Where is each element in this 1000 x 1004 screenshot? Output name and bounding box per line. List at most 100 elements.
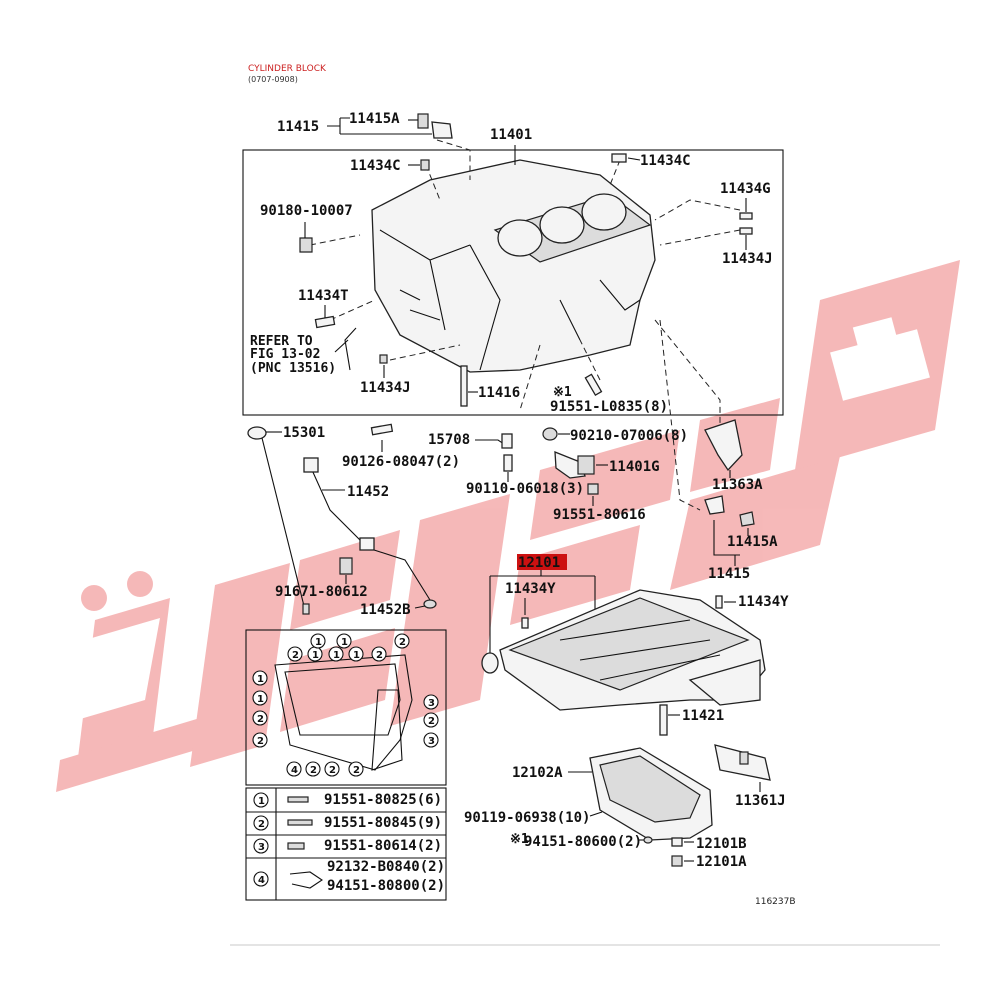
callout-12102A[interactable]: 12102A [512,765,563,781]
callout-90210-07006[interactable]: 90210-07006(8) [570,428,688,444]
locator-circle-2 [371,646,387,662]
refer-note-line-2: FIG 13-02 [250,347,320,362]
legend-row-1: 1 91551-80825(6) [253,792,442,808]
locator-circle-3 [423,694,439,710]
bolt-icon [287,842,305,850]
callout-11434G[interactable]: 11434G [720,181,771,197]
legend-part-2[interactable]: 91551-80845(9) [324,815,442,831]
callout-90126-08047[interactable]: 90126-08047(2) [342,454,460,470]
bolt-icon [417,113,429,129]
svg-text:3: 3 [258,842,265,853]
locator-circle-2 [423,712,439,728]
callout-11415[interactable]: 11415 [277,119,319,135]
locator-number: 1 [353,650,360,661]
legend-part-3[interactable]: 91551-80614(2) [324,838,442,854]
figure-id: 116237B [755,897,796,907]
callout-11415A-bottom[interactable]: 11415A [727,534,778,550]
note-mark: ※1 [553,385,572,400]
callout-94151-80600[interactable]: 94151-80600(2) [524,834,642,850]
note-mark-2: ※1 [510,832,529,847]
locator-circle-2 [287,646,303,662]
gasket-outline-icon [274,654,413,771]
locator-number: 1 [341,637,348,648]
selected-part-highlight [517,554,567,570]
legend-row-4: 4 92132-B0840(2) 94151-80800(2) [253,859,445,894]
locator-number: 2 [310,765,317,776]
callout-11434Y-left[interactable]: 11434Y [505,581,556,597]
svg-text:4: 4 [258,875,265,886]
dipstick-icon [247,426,310,615]
locator-circle-4 [286,761,302,777]
bolt-locator-frame [245,629,447,786]
callout-11361J[interactable]: 11361J [735,793,786,809]
callout-11363A[interactable]: 11363A [712,477,763,493]
cylinder-block-frame [242,149,784,416]
baffle-plate-icon [714,744,771,781]
legend-row-2: 2 91551-80845(9) [253,815,442,831]
locator-number: 2 [376,650,383,661]
locator-number: 3 [428,736,435,747]
callout-11416[interactable]: 11416 [478,385,520,401]
callout-11401G[interactable]: 11401G [609,459,660,475]
callout-11434J-left[interactable]: 11434J [360,380,411,396]
sensor-icon [431,121,453,139]
callout-11434Y-right[interactable]: 11434Y [738,594,789,610]
callout-11415-bottom[interactable]: 11415 [708,566,750,582]
locator-circle-1 [252,690,268,706]
diagram-title: CYLINDER BLOCK [248,64,327,74]
callout-91671-80612[interactable]: 91671-80612 [275,584,368,600]
legend-part-1[interactable]: 91551-80825(6) [324,792,442,808]
callout-15301[interactable]: 15301 [283,425,325,441]
date-range: (0707-0908) [248,75,298,84]
callout-12101B[interactable]: 12101B [696,836,747,852]
refer-note-line-1: REFER TO [250,334,313,349]
stud-bolt-icon [289,871,323,889]
callout-11434C-left[interactable]: 11434C [350,158,401,174]
callout-11452[interactable]: 11452 [347,484,389,500]
callout-90180-10007[interactable]: 90180-10007 [260,203,353,219]
legend-part-4a[interactable]: 92132-B0840(2) [327,859,445,875]
oil-pan-upper-icon [481,589,766,711]
locator-number: 2 [257,736,264,747]
callout-11415A[interactable]: 11415A [349,111,400,127]
locator-circle-1 [328,646,344,662]
callout-11434C-right[interactable]: 11434C [640,153,691,169]
bolt-icon [287,796,309,803]
callout-11434T[interactable]: 11434T [298,288,349,304]
refer-note-line-3: (PNC 13516) [250,361,336,376]
locator-circle-1 [348,646,364,662]
legend-part-4b[interactable]: 94151-80800(2) [327,878,445,894]
locator-number: 2 [292,650,299,661]
callout-11452B[interactable]: 11452B [360,602,411,618]
locator-number: 2 [257,714,264,725]
locator-number: 1 [257,694,264,705]
locator-number: 2 [428,716,435,727]
locator-circle-1 [336,633,352,649]
locator-circle-1 [310,633,326,649]
locator-number: 2 [329,765,336,776]
callout-91551-80616[interactable]: 91551-80616 [553,507,646,523]
callout-11401[interactable]: 11401 [490,127,532,143]
locator-number: 1 [315,637,322,648]
cylinder-block-icon [371,159,656,373]
locator-number: 4 [291,765,298,776]
callout-91551-L0835[interactable]: 91551-L0835(8) [550,399,668,415]
locator-number: 1 [257,674,264,685]
callout-11434J-right[interactable]: 11434J [722,251,773,267]
callout-12101[interactable]: 12101 [518,555,560,571]
bracket-icon [704,419,743,472]
legend-row-3: 3 91551-80614(2) [253,838,442,854]
oil-pan-lower-icon [589,747,713,841]
locator-circle-2 [305,761,321,777]
bolt-legend-table [245,787,447,901]
bolt-icon [287,819,313,826]
locator-circle-1 [252,670,268,686]
callout-15708[interactable]: 15708 [428,432,470,448]
callout-90110-06018[interactable]: 90110-06018(3) [466,481,584,497]
callout-11421[interactable]: 11421 [682,708,724,724]
callout-12101A[interactable]: 12101A [696,854,747,870]
callout-90119-06938[interactable]: 90119-06938(10) [464,810,590,826]
oil-sensor-icon [554,451,595,479]
